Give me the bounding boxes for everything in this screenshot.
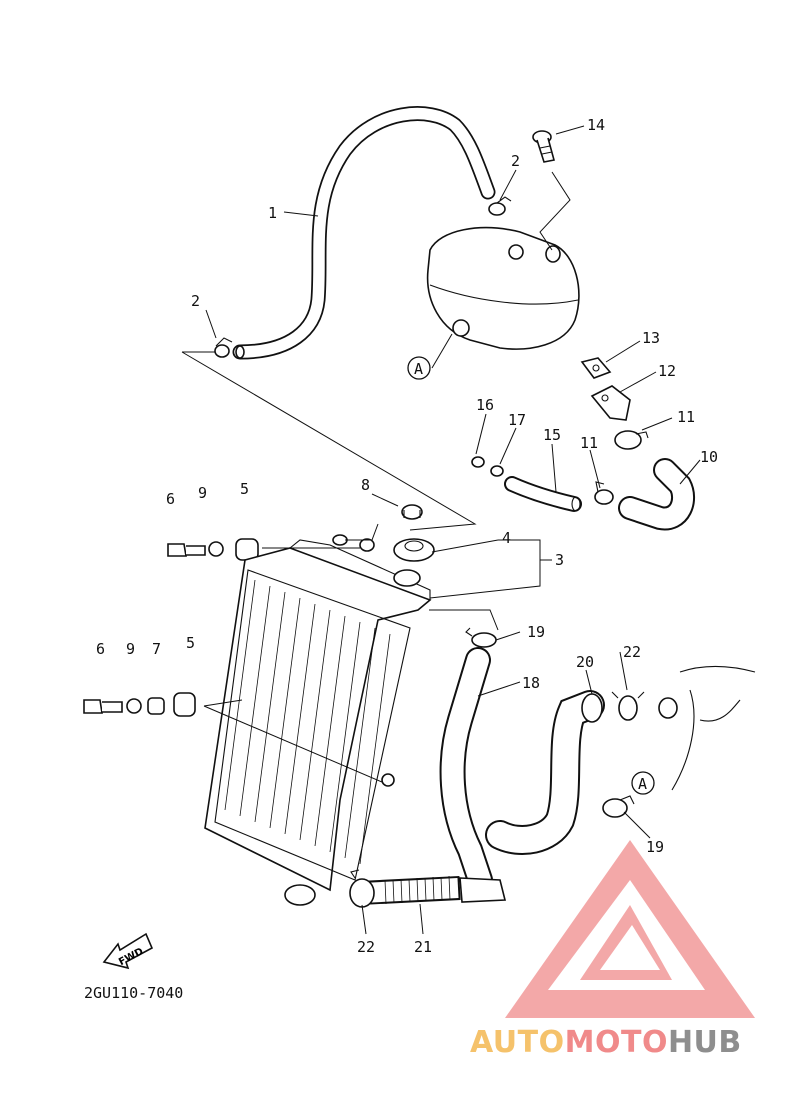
watermark-brand-text: AUTOMOTOHUB: [470, 1025, 742, 1060]
part-11-clamp-b: [594, 481, 614, 505]
callout-19-upper: 19: [527, 623, 545, 641]
part-22-clamp-lower: [349, 869, 375, 908]
callout-9-upper: 9: [198, 484, 207, 502]
callout-11-left: 11: [580, 434, 598, 452]
part-2-clamp-upper: [488, 196, 512, 216]
callout-11-right: 11: [677, 408, 695, 426]
reservoir-tank: [426, 226, 580, 350]
callout-14: 14: [587, 116, 605, 134]
callout-13: 13: [642, 329, 660, 347]
leader-lines: [181, 125, 701, 935]
callout-18: 18: [522, 674, 540, 692]
callout-17: 17: [508, 411, 526, 429]
part-18-hose: [439, 647, 493, 893]
svg-text:A: A: [638, 775, 647, 793]
fwd-arrow-icon: FWD: [102, 932, 154, 970]
part-19-clamp-upper: [465, 627, 497, 648]
part-17-o-ring: [490, 465, 504, 477]
part-15-pipe: [504, 476, 582, 512]
svg-text:AUTOMOTOHUB: AUTOMOTOHUB: [470, 1025, 742, 1060]
part-21-corrugated-hose: [359, 875, 507, 905]
callout-22-upper: 22: [623, 643, 641, 661]
watermark-auto: AUTO: [470, 1025, 565, 1060]
part-19-clamp-lower: [602, 795, 635, 818]
part-16-o-ring: [471, 456, 485, 468]
lower-mount-set: [83, 692, 196, 717]
part-10-hose: [618, 458, 696, 531]
diagram-code: 2GU110-7040: [84, 984, 183, 1002]
callout-2-lower: 2: [191, 292, 200, 310]
callout-16: 16: [476, 396, 494, 414]
callout-4: 4: [502, 529, 511, 547]
radiator-core-fins: [224, 579, 391, 865]
engine-outlet-fitting: [658, 666, 756, 791]
part-3-radiator: [204, 534, 432, 906]
part-4-radiator-cap: [393, 538, 435, 562]
callout-1: 1: [268, 204, 277, 222]
callout-19-lower: 19: [646, 838, 664, 856]
watermark-moto: MOTO: [565, 1025, 668, 1060]
part-8-collar: [401, 504, 423, 520]
part-12-elbow: [590, 385, 631, 421]
callout-6-lower: 6: [96, 640, 105, 658]
part-1-hose: [232, 106, 496, 360]
callout-15: 15: [543, 426, 561, 444]
callout-8: 8: [361, 476, 370, 494]
callout-9-lower: 9: [126, 640, 135, 658]
callout-7: 7: [152, 640, 161, 658]
ref-mark-a-upper: A: [407, 356, 431, 380]
callout-22-lower: 22: [357, 938, 375, 956]
watermark-logo: [505, 840, 755, 1018]
svg-text:A: A: [414, 360, 423, 378]
callout-3: 3: [555, 551, 564, 569]
callout-6-upper: 6: [166, 490, 175, 508]
callout-21: 21: [414, 938, 432, 956]
watermark-hub: HUB: [668, 1025, 742, 1060]
part-2-clamp-lower: [214, 337, 233, 358]
part-20-hose: [485, 690, 605, 855]
ref-mark-a-lower: A: [631, 771, 655, 795]
part-22-clamp-upper: [611, 691, 645, 721]
callout-10: 10: [700, 448, 718, 466]
callout-labels: 1 2 2 14 13 12 11 11 16 17 15 10 8 6 9 5…: [96, 116, 718, 956]
callout-2-upper: 2: [511, 152, 520, 170]
callout-12: 12: [658, 362, 676, 380]
part-13-gasket: [580, 357, 612, 379]
part-11-clamp-a: [614, 430, 649, 450]
upper-mount-set: [167, 538, 259, 561]
callout-5-upper: 5: [240, 480, 249, 498]
part-14-bolt: [532, 130, 555, 163]
callout-5-lower: 5: [186, 634, 195, 652]
callout-20: 20: [576, 653, 594, 671]
